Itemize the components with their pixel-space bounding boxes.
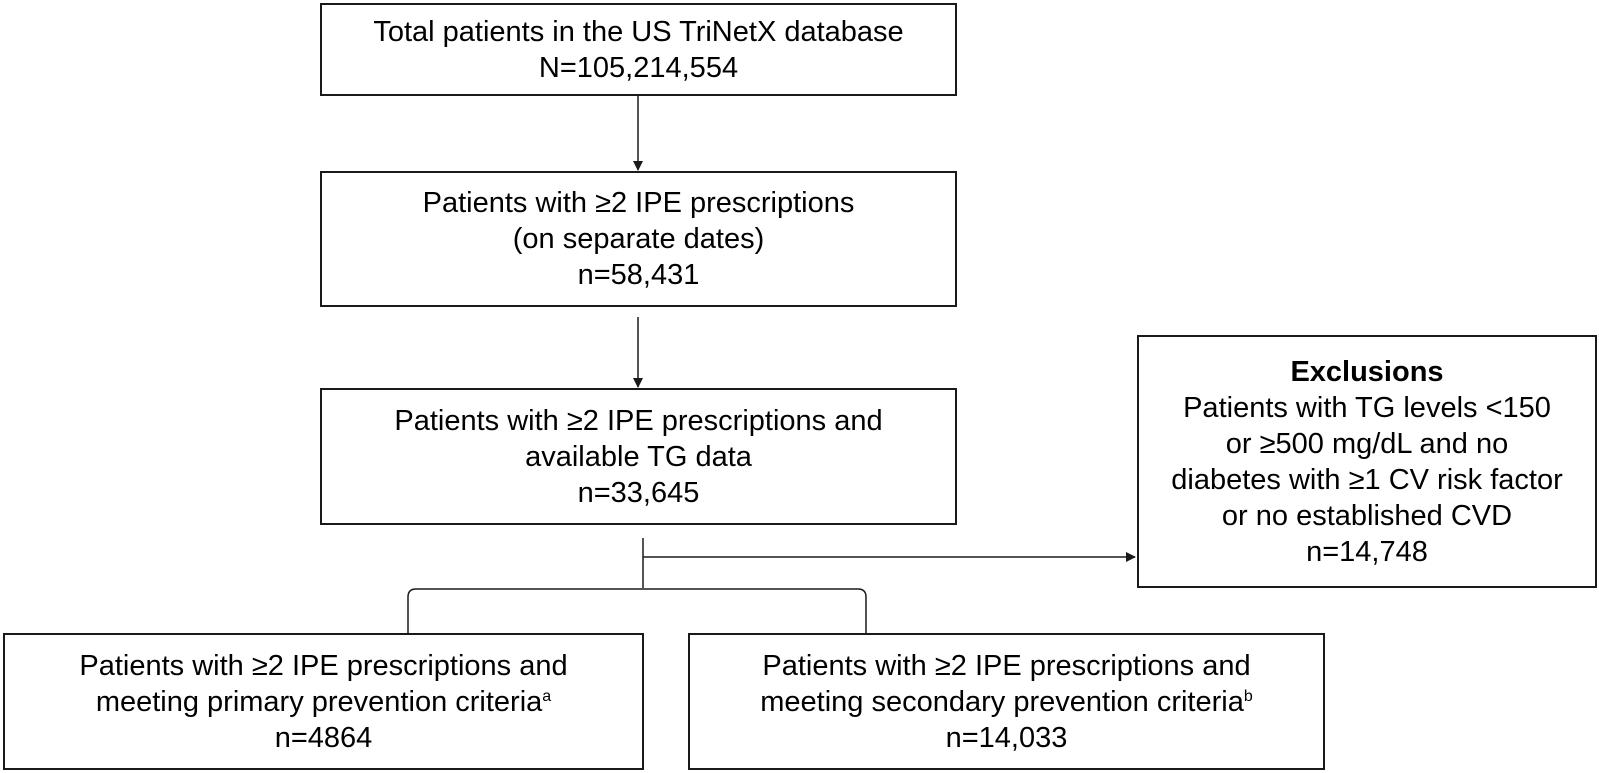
total-patients-count: N=105,214,554 xyxy=(538,51,739,84)
exclusions-text-3: diabetes with ≥1 CV risk factor xyxy=(1171,463,1563,496)
secondary-prevention-box: Patients with ≥2 IPE prescriptions and m… xyxy=(688,633,1325,770)
secondary-prevention-label-2: meeting secondary prevention criteriab xyxy=(760,684,1253,720)
ipe-prescriptions-count: n=58,431 xyxy=(577,259,700,291)
primary-footnote-marker: a xyxy=(542,687,552,705)
ipe-prescriptions-box: Patients with ≥2 IPE prescriptions (on s… xyxy=(320,171,957,307)
exclusions-text-4: or no established CVD xyxy=(1221,499,1513,532)
exclusions-count: n=14,748 xyxy=(1306,535,1428,568)
primary-prevention-label: Patients with ≥2 IPE prescriptions and xyxy=(79,649,568,682)
secondary-prevention-label: Patients with ≥2 IPE prescriptions and xyxy=(762,649,1251,682)
exclusions-box: Exclusions Patients with TG levels <150 … xyxy=(1137,335,1597,588)
ipe-prescriptions-label: Patients with ≥2 IPE prescriptions xyxy=(422,187,855,219)
exclusions-text-1: Patients with TG levels <150 xyxy=(1183,391,1551,424)
ipe-prescriptions-label-2: (on separate dates) xyxy=(512,223,765,255)
split-bracket xyxy=(407,588,867,633)
primary-prevention-box: Patients with ≥2 IPE prescriptions and m… xyxy=(3,633,644,770)
exclusions-title: Exclusions xyxy=(1290,355,1444,388)
tg-data-count: n=33,645 xyxy=(577,476,700,509)
tg-data-label: Patients with ≥2 IPE prescriptions and xyxy=(394,404,883,437)
total-patients-label: Total patients in the US TriNetX databas… xyxy=(373,15,904,48)
primary-prevention-criteria-text: meeting primary prevention criteria xyxy=(95,685,543,718)
tg-data-box: Patients with ≥2 IPE prescriptions and a… xyxy=(320,388,957,525)
secondary-prevention-count: n=14,033 xyxy=(945,721,1068,754)
total-patients-box: Total patients in the US TriNetX databas… xyxy=(320,3,957,96)
exclusions-text-2: or ≥500 mg/dL and no xyxy=(1225,427,1509,460)
secondary-footnote-marker: b xyxy=(1243,687,1253,705)
tg-data-label-2: available TG data xyxy=(525,440,752,473)
primary-prevention-count: n=4864 xyxy=(274,721,373,754)
primary-prevention-label-2: meeting primary prevention criteriaa xyxy=(96,684,551,720)
secondary-prevention-criteria-text: meeting secondary prevention criteria xyxy=(760,685,1244,718)
